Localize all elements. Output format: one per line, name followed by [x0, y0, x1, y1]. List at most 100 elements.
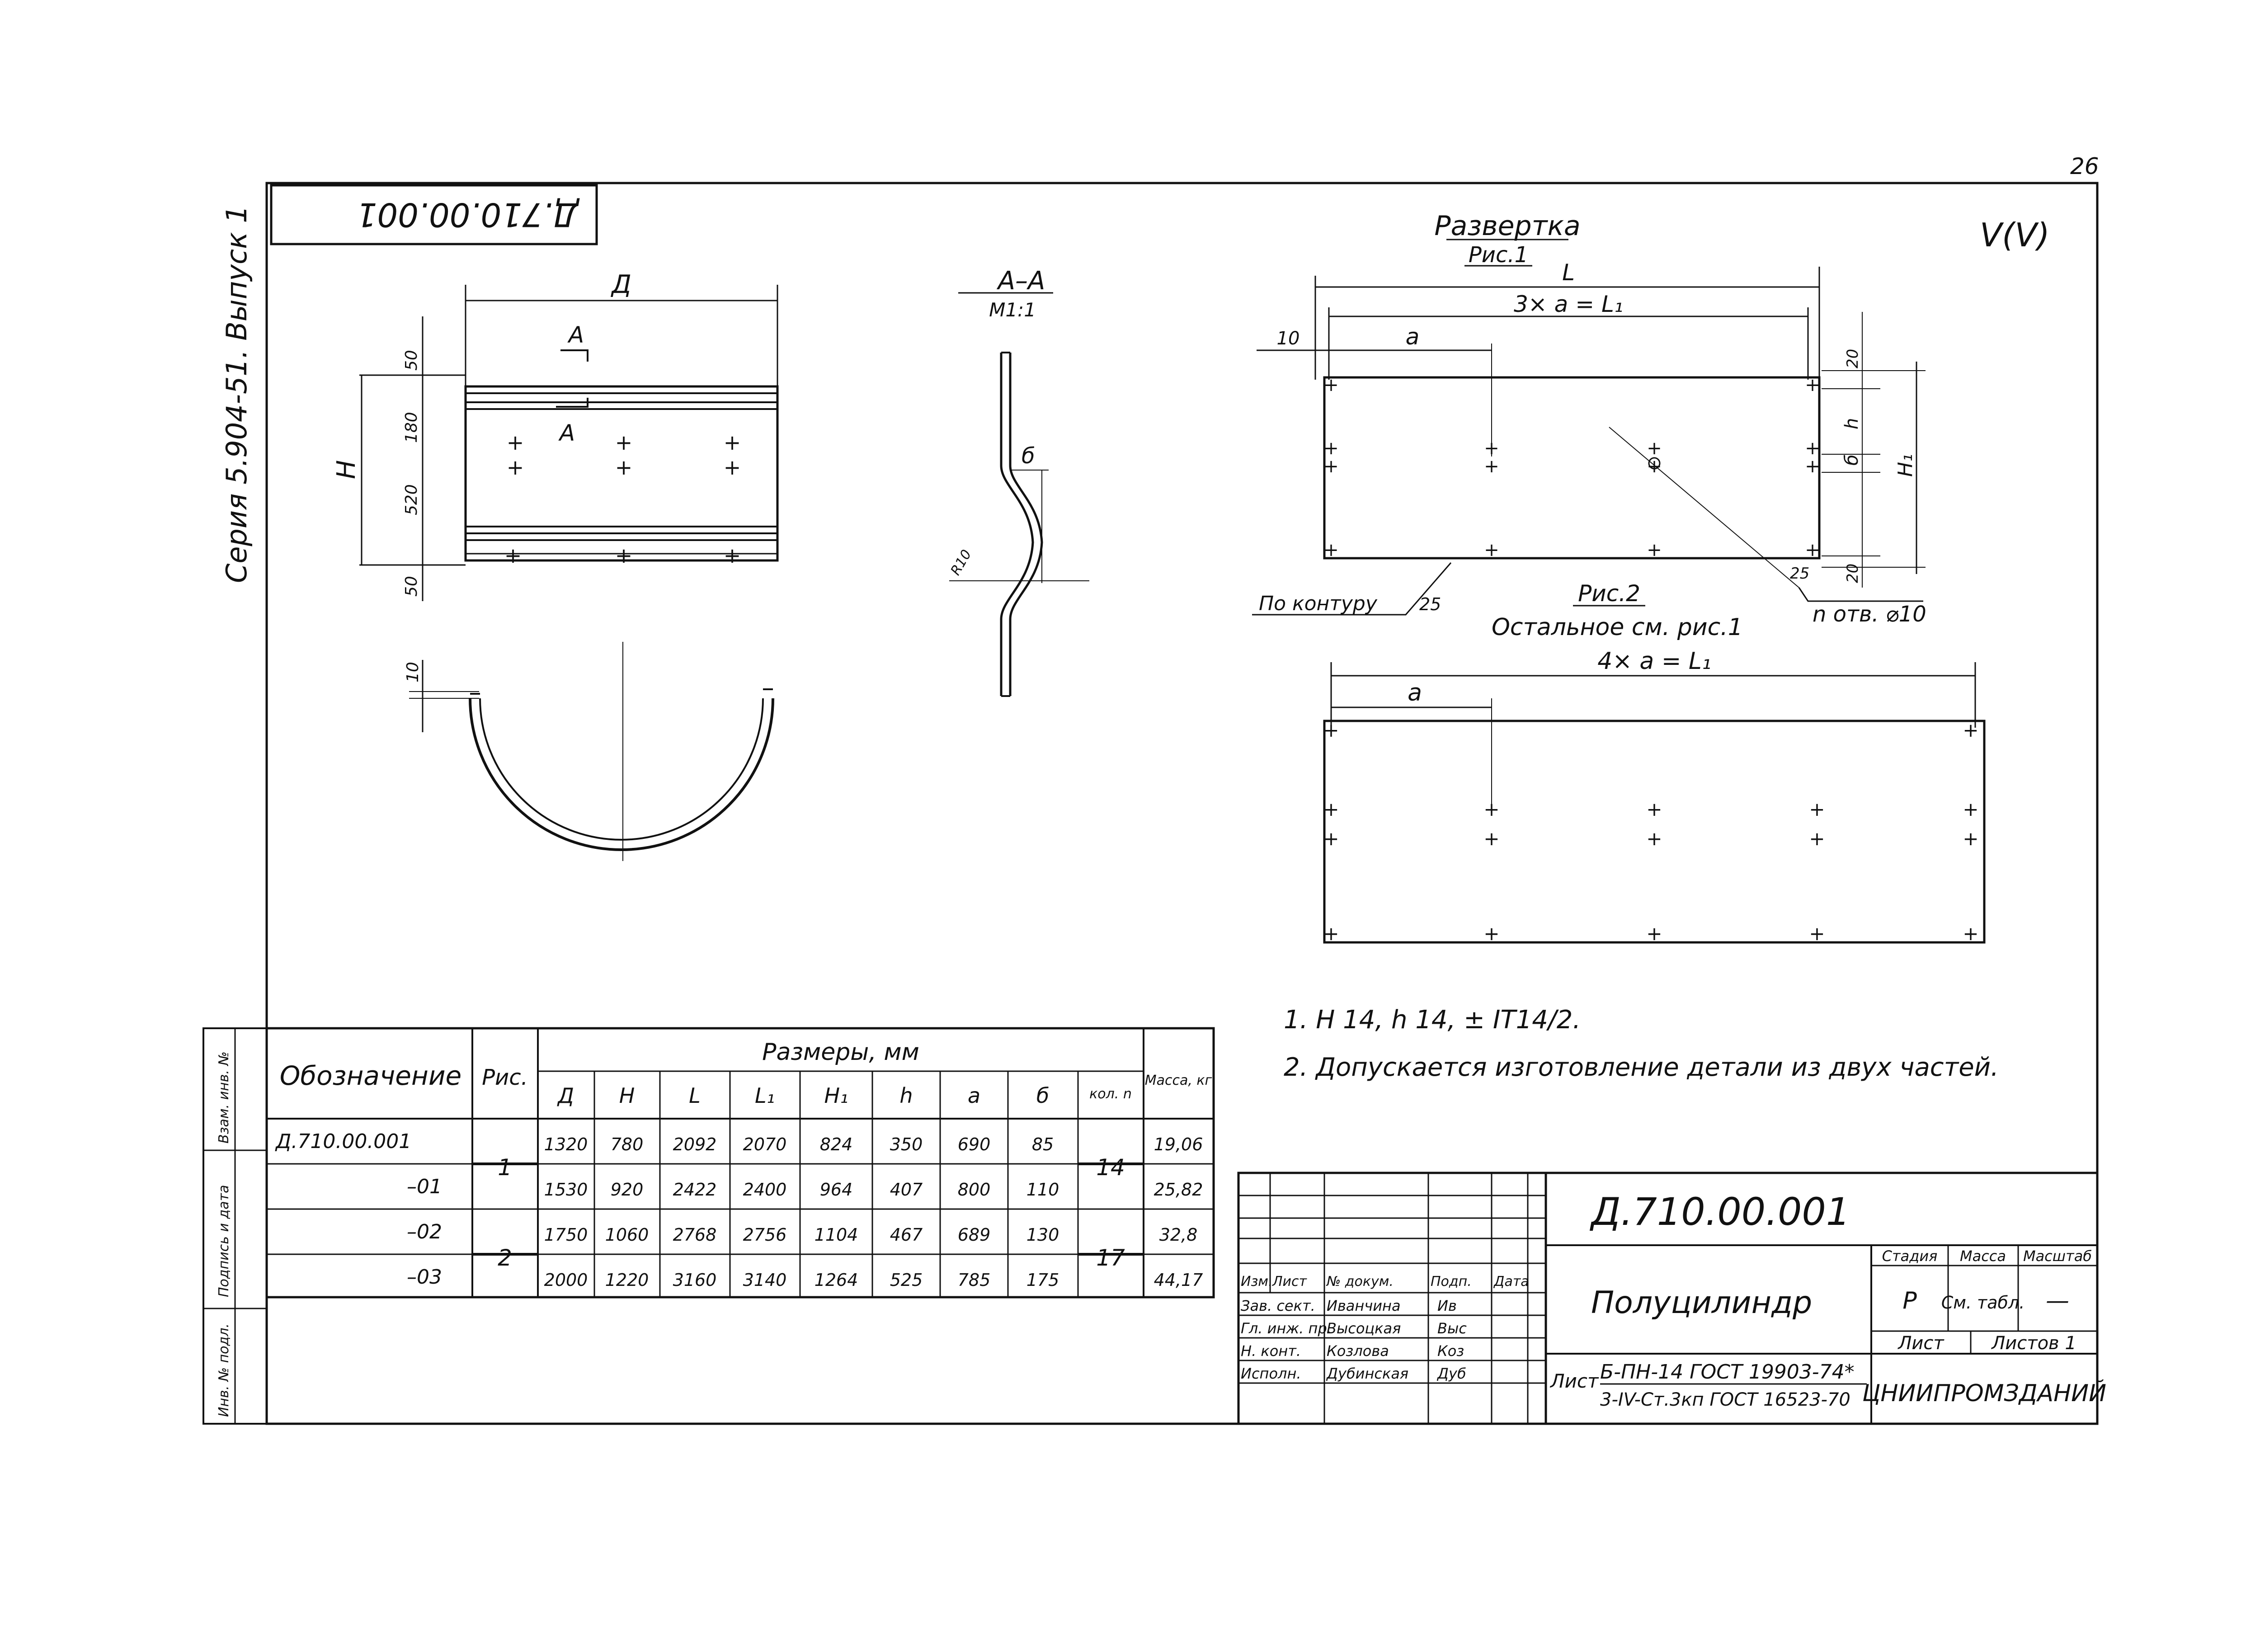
signer-name: Высоцкая [1327, 1320, 1401, 1337]
table-cell: 800 [958, 1180, 991, 1200]
hole-size: 25 [1790, 565, 1809, 583]
table-header-mass: Масса, кг [1145, 1073, 1212, 1088]
svg-text:+: + [504, 543, 522, 568]
table-cell: 2768 [673, 1225, 717, 1245]
svg-text:+: + [1963, 719, 1978, 741]
svg-text:+: + [1484, 540, 1499, 560]
signature: Дуб [1436, 1365, 1466, 1382]
svg-text:+: + [1647, 456, 1662, 477]
svg-text:+: + [724, 543, 741, 568]
svg-text:+: + [1323, 922, 1339, 945]
svg-text:+: + [1646, 798, 1662, 820]
dim-label: 520 [402, 484, 421, 515]
svg-text:+: + [1323, 438, 1339, 459]
signer-role: Исполн. [1241, 1365, 1301, 1382]
development-title: Развертка [1434, 210, 1580, 242]
section-scale: М1:1 [989, 299, 1036, 321]
svg-text:+: + [1963, 922, 1978, 945]
table-cell: 824 [820, 1134, 853, 1154]
table-header-dims: Размеры, мм [762, 1039, 919, 1066]
table-row: –02 [407, 1220, 442, 1243]
col-header: Н [619, 1083, 635, 1108]
material-line-1: Б-ПН-14 ГОСТ 19903-74* [1600, 1360, 1855, 1384]
table-cell: 690 [958, 1134, 991, 1154]
sheets-count: Листов 1 [1991, 1333, 2076, 1354]
rotated-stamp: Д.710.00.001 [357, 196, 580, 234]
dim-label: 20 [1844, 349, 1862, 368]
table-header-fig: Рис. [482, 1065, 528, 1090]
svg-text:+: + [1323, 540, 1339, 560]
table-cell: 2 [498, 1245, 512, 1271]
stamp-header: Изм. [1241, 1274, 1273, 1290]
svg-text:+: + [507, 455, 524, 480]
series-label: Серия 5.904-51. Выпуск 1 [220, 205, 253, 583]
svg-text:+: + [615, 430, 633, 455]
svg-text:+: + [1323, 828, 1339, 850]
table-cell: 780 [611, 1134, 644, 1154]
svg-text:+: + [1809, 828, 1825, 850]
svg-text:+: + [1647, 540, 1662, 560]
note-2: 2. Допускается изготовление детали из дв… [1284, 1053, 1999, 1082]
table-row: Д.710.00.001 [275, 1130, 411, 1153]
table-cell: 25,82 [1154, 1180, 1203, 1200]
table-cell: 17 [1096, 1245, 1125, 1271]
dim-D: Д [610, 270, 631, 299]
dim-a: a [1406, 324, 1420, 350]
material-prefix: Лист [1549, 1370, 1599, 1392]
table-cell: 44,17 [1154, 1270, 1203, 1290]
svg-text:+: + [1484, 438, 1499, 459]
dim-10: 10 [1277, 328, 1300, 349]
svg-text:+: + [1963, 798, 1978, 820]
table-cell: 1264 [815, 1270, 858, 1290]
title-block: Изм. Лист № докум. Подп. Дата Зав. сект.… [1237, 1172, 2106, 1425]
dim-label: 20 [1844, 564, 1862, 583]
col-header: кол. n [1089, 1086, 1132, 1102]
col-header: h [899, 1083, 913, 1108]
front-view: +++ +++ +++ Д А А Н 50 180 520 50 [332, 270, 779, 601]
svg-text:+: + [1483, 922, 1499, 945]
dimensions-table: Обозначение Рис. Размеры, мм Масса, кг Д… [265, 1027, 1215, 1299]
dim-L: L [1562, 259, 1575, 286]
scale-value: — [2046, 1287, 2069, 1314]
stamp-header: Подп. [1431, 1274, 1472, 1290]
section-mark: А [567, 322, 584, 348]
section-mark: А [558, 420, 575, 446]
svg-text:+: + [1484, 456, 1499, 477]
dim-label: H₁ [1894, 454, 1917, 477]
dim-b: б [1022, 443, 1035, 469]
svg-text:+: + [1647, 438, 1662, 459]
col-header: Д [557, 1083, 574, 1108]
table-cell: 350 [890, 1134, 923, 1154]
svg-text:+: + [724, 430, 741, 455]
svg-text:+: + [507, 430, 524, 455]
table-cell: 175 [1026, 1270, 1059, 1290]
svg-text:+: + [615, 543, 633, 568]
svg-text:+: + [1963, 828, 1978, 850]
table-cell: 14 [1096, 1154, 1125, 1181]
table-cell: 1320 [544, 1134, 588, 1154]
left-strip-label: Инв. № подл. [216, 1323, 232, 1417]
note-1: 1. H 14, h 14, ± IT14/2. [1284, 1005, 1581, 1035]
col-header: L [689, 1083, 701, 1108]
dim-label: 180 [402, 412, 421, 443]
rotated-stamp-box [270, 184, 598, 245]
table-cell: 2000 [544, 1270, 588, 1290]
dim-label: 50 [402, 576, 421, 597]
fig1-label: Рис.1 [1469, 242, 1528, 268]
table-cell: 3140 [743, 1270, 787, 1290]
signer-role: Зав. сект. [1241, 1297, 1315, 1314]
table-cell: 785 [958, 1270, 991, 1290]
svg-text:+: + [1805, 456, 1820, 477]
section-title: А–А [997, 266, 1045, 296]
part-name: Полуцилиндр [1591, 1285, 1812, 1321]
stamp-header: № докум. [1326, 1274, 1394, 1290]
signer-role: Н. конт. [1241, 1342, 1301, 1360]
stage-value: Р [1902, 1287, 1917, 1314]
stamp-header: Дата [1493, 1274, 1529, 1290]
table-cell: 1 [498, 1154, 512, 1181]
svg-text:+: + [1809, 922, 1825, 945]
svg-text:+: + [615, 455, 633, 480]
table-cell: 525 [890, 1270, 923, 1290]
left-strip-label: Подпись и дата [216, 1185, 232, 1298]
